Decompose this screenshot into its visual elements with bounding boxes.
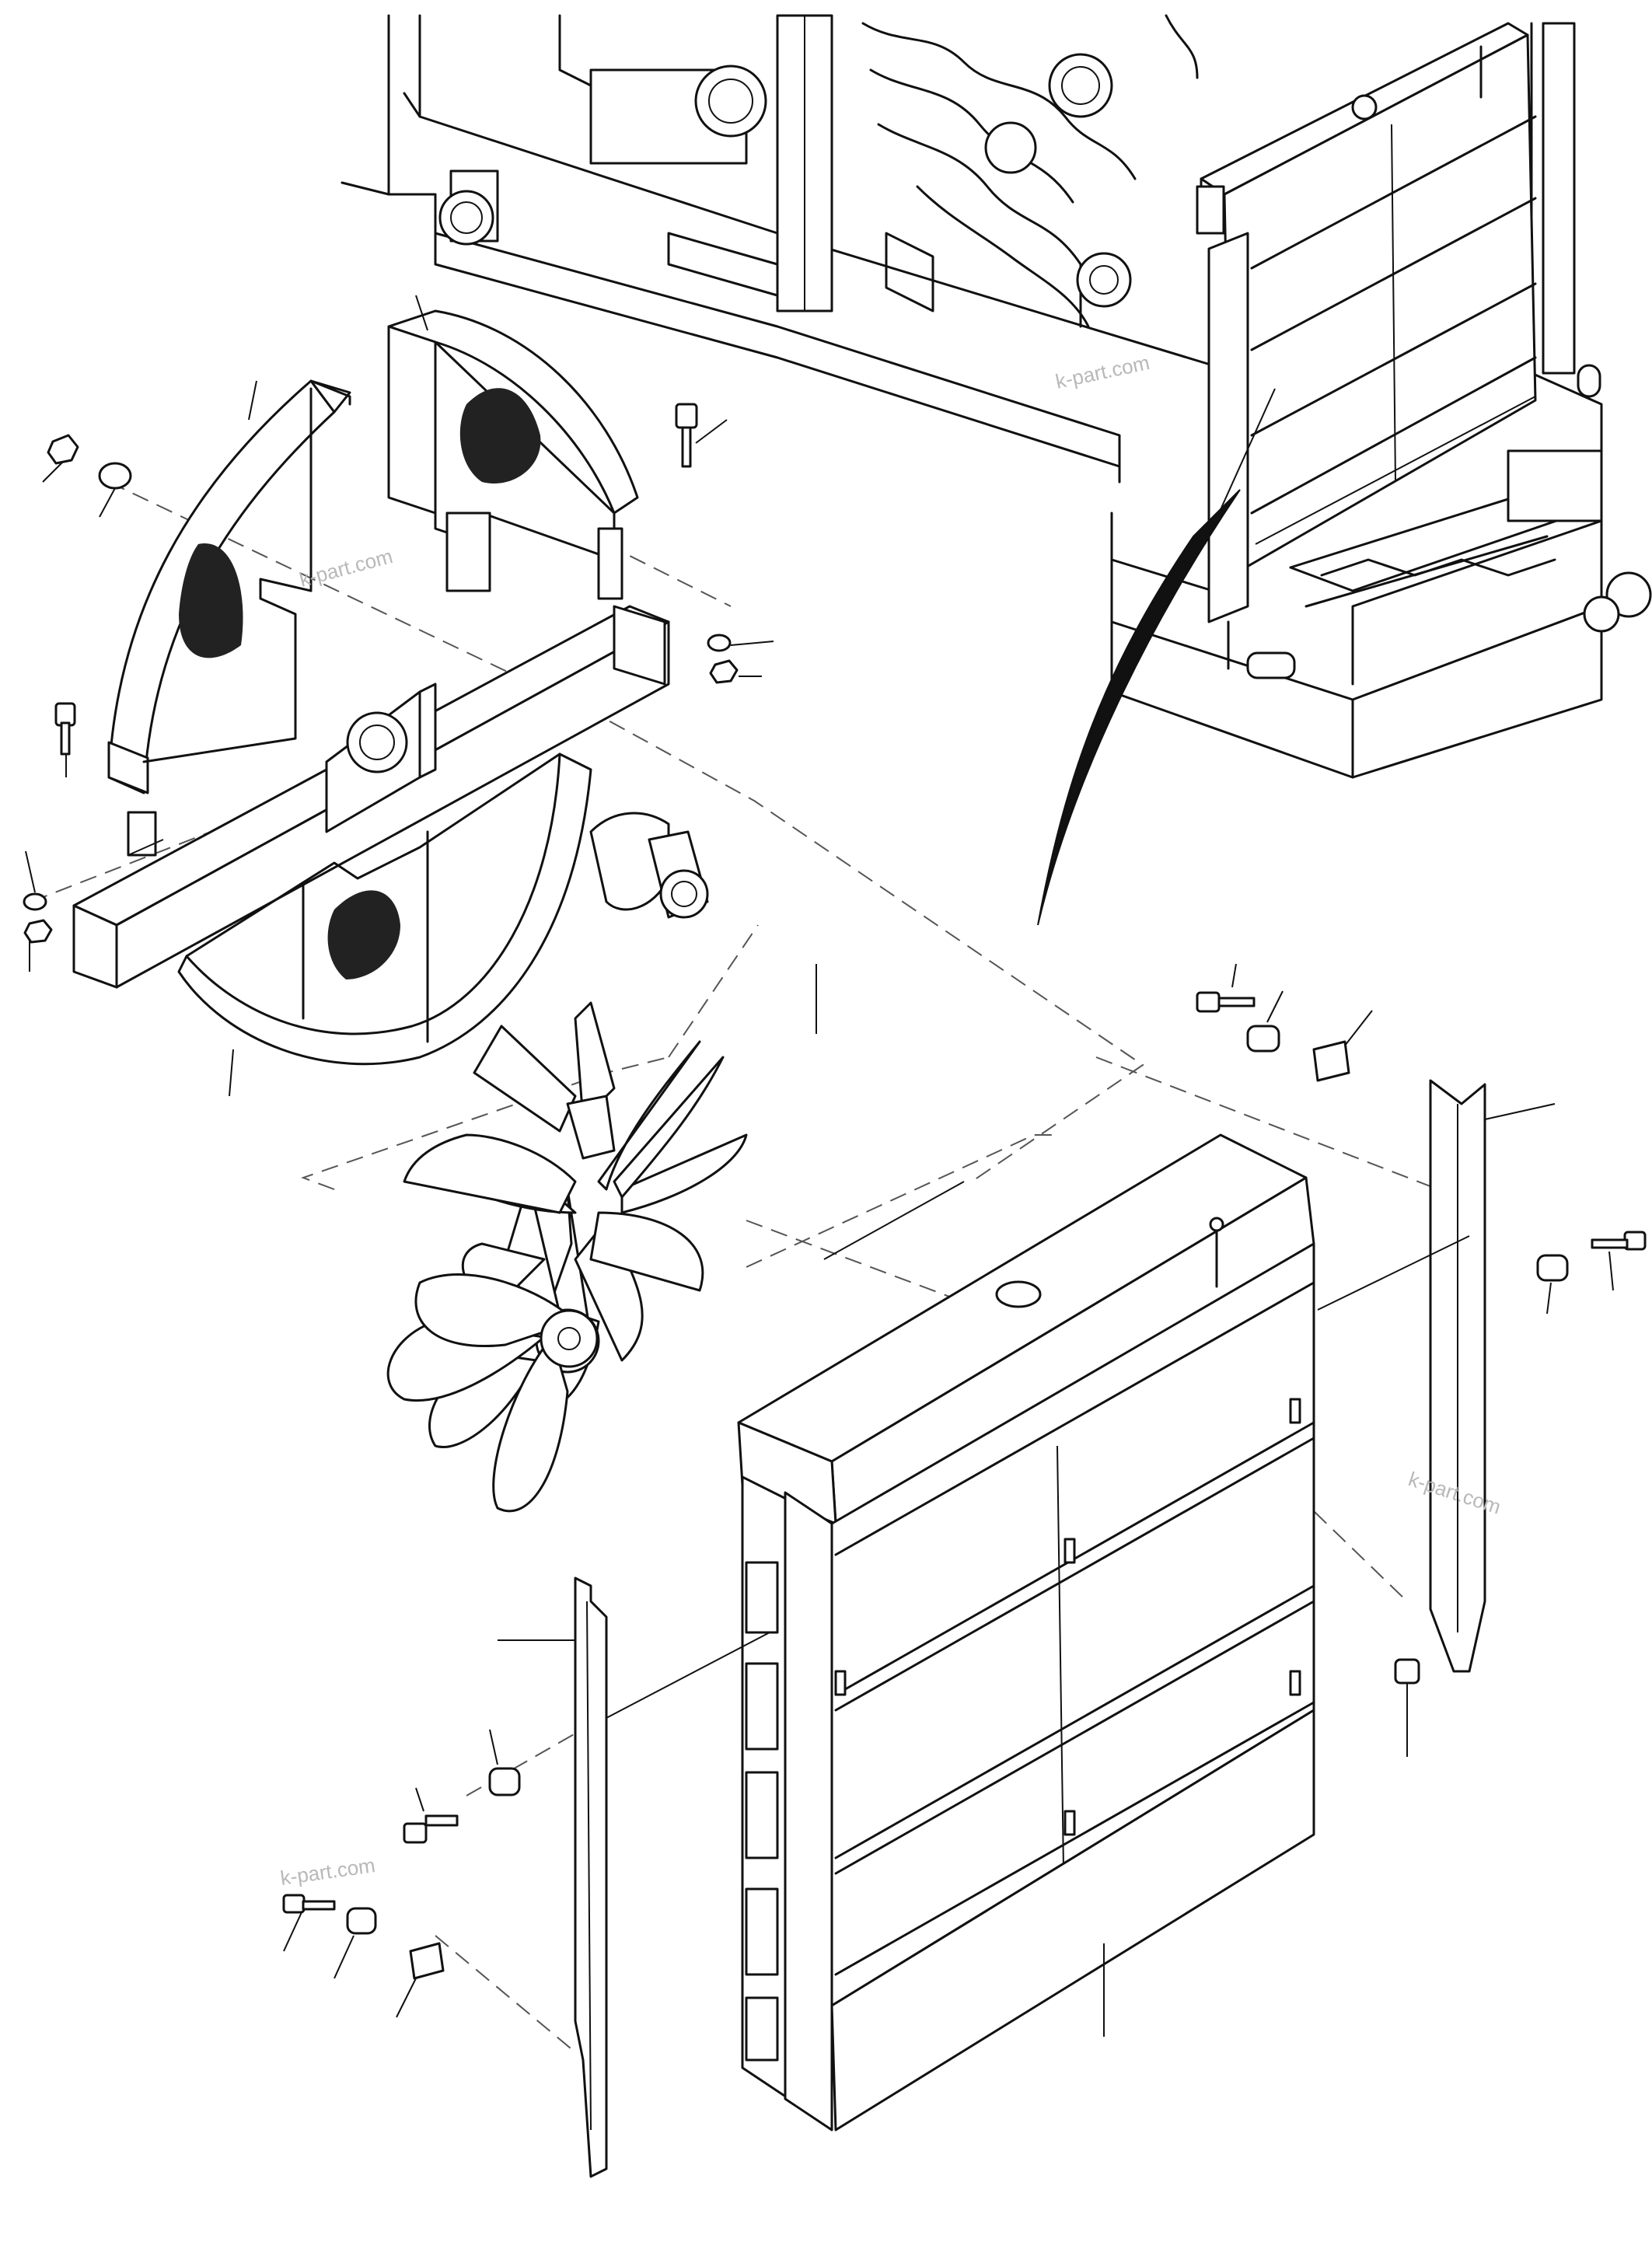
fan-blade <box>386 1001 748 1513</box>
side-bracket-right <box>1429 1079 1486 1673</box>
watermark-2: k-part.com <box>1053 351 1151 393</box>
engine-frame <box>341 14 1652 779</box>
radiator-core <box>737 1133 1315 2132</box>
fan-shroud-back <box>387 309 639 600</box>
fan-support-beam <box>72 605 670 989</box>
fan-shroud-front <box>177 752 592 1066</box>
hardware-spacers-plates <box>346 1025 1569 1980</box>
side-bracket-left <box>574 1576 608 2178</box>
hardware-nuts-washers <box>23 434 739 944</box>
fan-motor <box>589 812 709 919</box>
hardware-bolts <box>54 403 1647 1914</box>
leader-lines <box>25 295 1614 2037</box>
fan-shroud-left <box>107 379 351 857</box>
assembly-arrow <box>1037 489 1241 926</box>
top-radiator-assembly <box>1196 22 1537 623</box>
watermark-4: k-part.com <box>279 1853 377 1890</box>
